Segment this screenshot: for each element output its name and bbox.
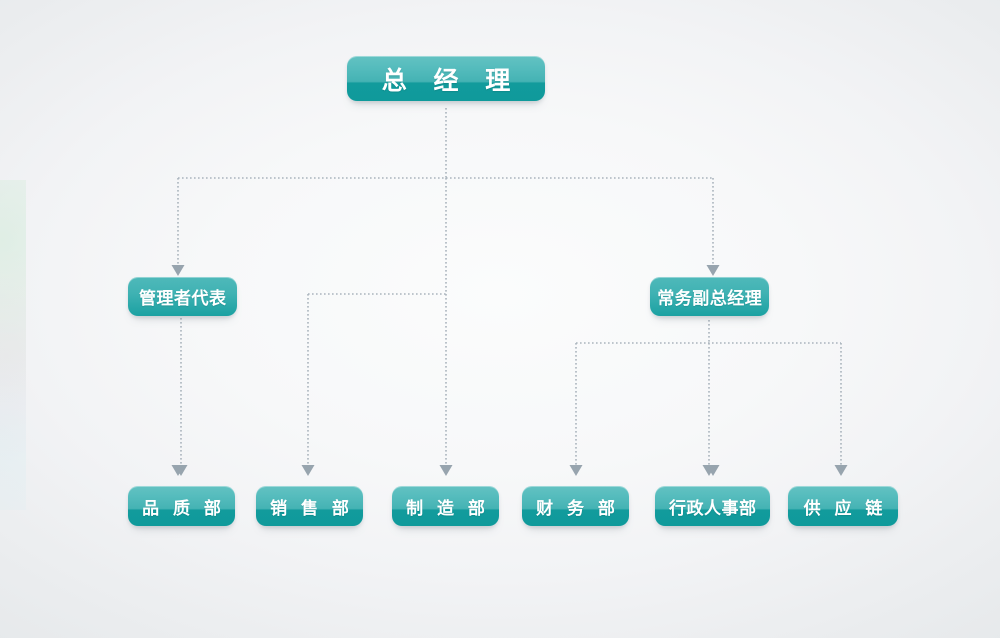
- arrowhead-mgmt-rep-top: [171, 265, 185, 276]
- node-label-deputy-general-manager: 常务副总经理: [657, 289, 763, 309]
- arrowhead-mgmt-rep: [171, 465, 185, 476]
- arrowhead-quality: [174, 465, 188, 476]
- node-manufacturing-department[interactable]: 制 造 部: [392, 486, 499, 526]
- node-label-general-manager: 总 经 理: [381, 65, 520, 95]
- arrowhead-deputy-gm: [706, 465, 720, 476]
- node-management-representative[interactable]: 管理者代表: [128, 277, 237, 316]
- node-hr-admin-department[interactable]: 行政人事部: [655, 486, 770, 526]
- arrowhead-hr-admin: [702, 465, 716, 476]
- arrowhead-supply-chain: [834, 465, 848, 476]
- arrowhead-finance: [569, 465, 583, 476]
- node-quality-department[interactable]: 品 质 部: [128, 486, 235, 526]
- node-label-quality-department: 品 质 部: [142, 498, 225, 519]
- node-supply-chain[interactable]: 供 应 链: [788, 486, 898, 526]
- node-label-sales-department: 销 售 部: [270, 498, 353, 519]
- node-sales-department[interactable]: 销 售 部: [256, 486, 363, 526]
- arrowhead-manufacturing: [439, 465, 453, 476]
- node-label-finance-department: 财 务 部: [536, 498, 619, 519]
- node-label-hr-admin-department: 行政人事部: [669, 498, 757, 519]
- node-label-manufacturing-department: 制 造 部: [406, 498, 489, 519]
- arrowhead-deputy-gm-top: [706, 265, 720, 276]
- node-deputy-general-manager[interactable]: 常务副总经理: [650, 277, 769, 316]
- node-label-supply-chain: 供 应 链: [803, 498, 887, 519]
- arrowhead-sales: [301, 465, 315, 476]
- node-label-management-representative: 管理者代表: [139, 289, 227, 309]
- node-finance-department[interactable]: 财 务 部: [522, 486, 629, 526]
- node-general-manager[interactable]: 总 经 理: [347, 56, 545, 101]
